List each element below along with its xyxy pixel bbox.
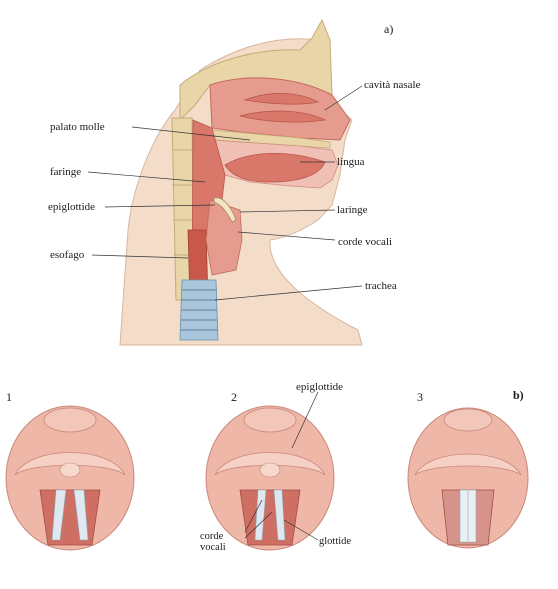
label-faringe: faringe [50,166,82,178]
glottis-view-3 [407,407,529,549]
panel-b-label: b) [513,388,524,402]
view-1-number: 1 [6,390,12,404]
view-3-number: 3 [417,390,423,404]
label-vocali: vocali [200,542,226,553]
label-corde-vocali-a: corde vocali [338,236,393,248]
leader-lines-a [87,85,363,301]
label-palato-molle: palato molle [50,121,105,133]
label-laringe: laringe [337,204,368,216]
larynx [205,199,243,276]
nasal-cavity [209,77,351,141]
tongue [224,152,326,183]
trachea [179,279,219,341]
leader-lines-b [244,391,319,541]
label-trachea: trachea [365,280,397,292]
glottis-view-2 [205,405,335,551]
view-2-number: 2 [231,390,237,404]
label-epiglottide-b: epiglottide [296,381,344,393]
label-glottide: glottide [319,536,352,547]
label-corde: corde [200,531,224,542]
label-esofago: esofago [50,249,85,261]
label-epiglottide-a: epiglottide [48,201,96,213]
head-section [119,18,363,346]
label-lingua: lingua [337,156,365,168]
epiglottis [213,197,237,223]
glottis-view-1 [5,405,135,551]
panel-a-label: a) [384,22,394,36]
nasal-turbinates [239,93,327,123]
label-cavita-nasale: cavità nasale [364,79,421,91]
